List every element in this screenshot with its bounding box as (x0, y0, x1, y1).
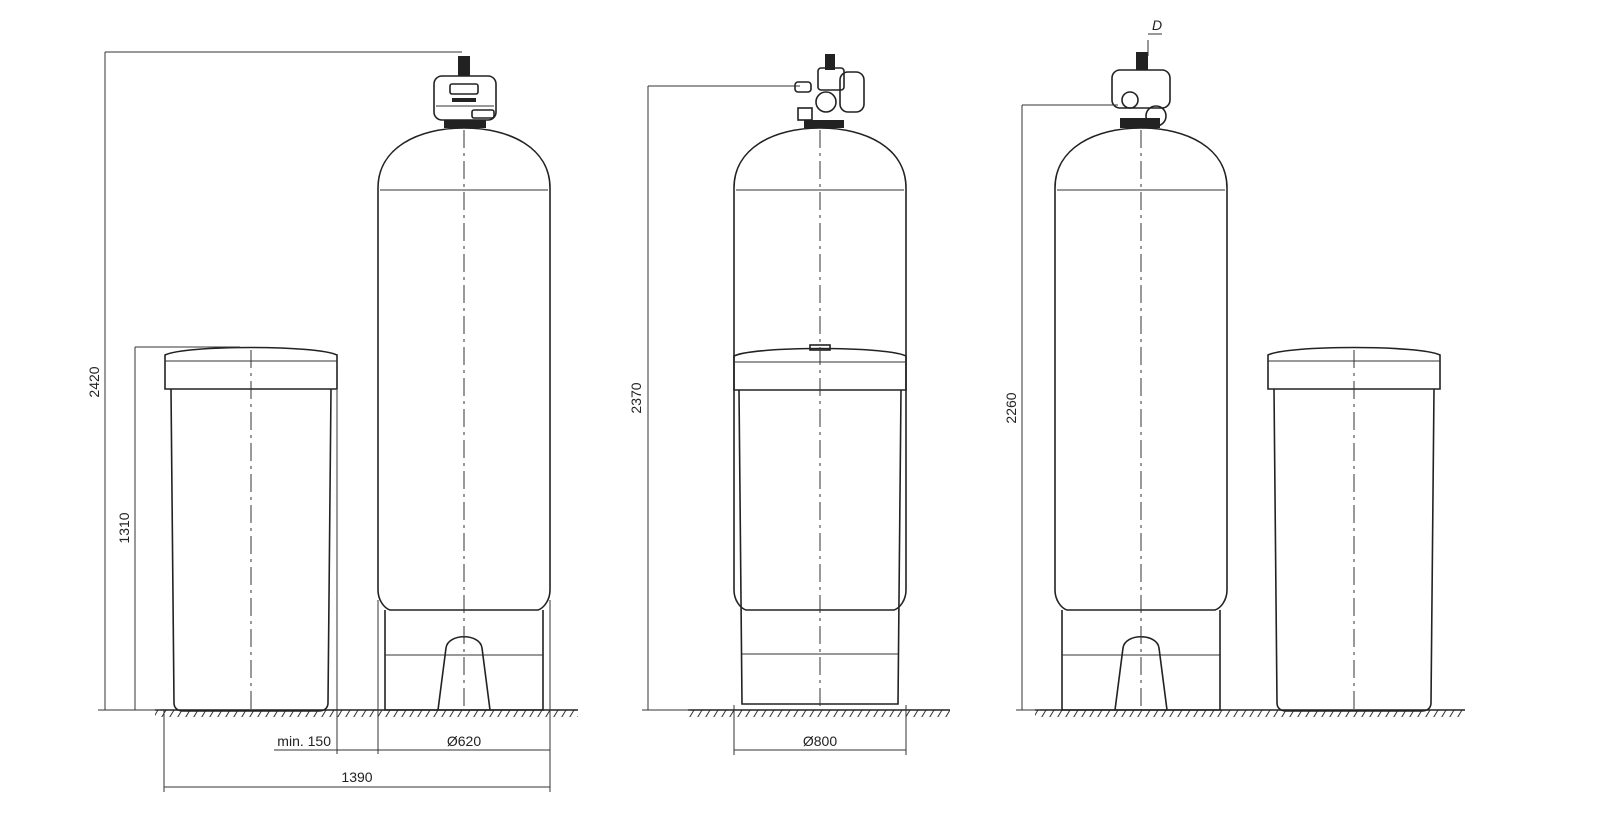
dim-total-height-left: 2420 (86, 366, 102, 397)
dim-brine-height: 1310 (116, 512, 132, 543)
left-view: 2420 1310 min. 150 Ø620 1390 (86, 51, 578, 792)
dim-tank-diameter-middle: Ø800 (803, 733, 837, 749)
dim-total-height-right: 2260 (1003, 392, 1019, 423)
middle-view: 2370 Ø800 (628, 54, 950, 755)
control-valve-head (794, 54, 865, 128)
ground-hatch (155, 710, 578, 717)
dim-total-height-middle: 2370 (628, 382, 644, 413)
control-valve-head (433, 56, 497, 128)
dim-tank-diameter-left: Ø620 (447, 733, 481, 749)
connection-label-d: D (1152, 17, 1162, 33)
dim-min-gap: min. 150 (277, 733, 331, 749)
right-view: D 2260 (1003, 17, 1465, 717)
dim-total-width: 1390 (341, 769, 372, 785)
ground-hatch (1035, 710, 1465, 717)
ground-hatch (688, 710, 950, 717)
control-valve-head (1111, 52, 1171, 128)
